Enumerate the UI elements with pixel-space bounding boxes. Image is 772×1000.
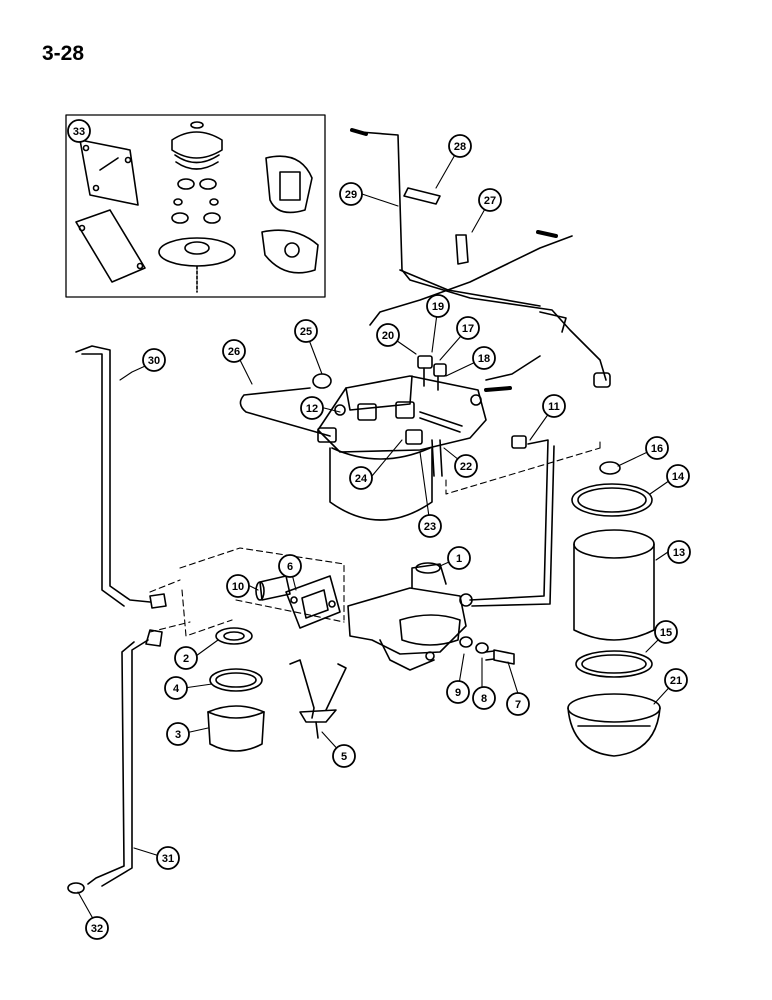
injector-pipes [350, 128, 611, 388]
page-number: 3-28 [42, 42, 85, 65]
callout-31: 31 [156, 846, 180, 870]
svg-text:17: 17 [462, 323, 474, 335]
callout-19: 19 [426, 294, 450, 318]
callout-11: 11 [542, 394, 566, 418]
svg-text:18: 18 [478, 353, 490, 365]
svg-text:28: 28 [454, 141, 466, 153]
callout-22: 22 [454, 454, 478, 478]
callout-23: 23 [418, 514, 442, 538]
svg-text:33: 33 [73, 126, 85, 138]
svg-text:1: 1 [456, 553, 462, 565]
callout-18: 18 [472, 346, 496, 370]
callout-15: 15 [654, 620, 678, 644]
callout-7: 7 [506, 692, 530, 716]
svg-text:24: 24 [355, 473, 368, 485]
svg-text:27: 27 [484, 195, 496, 207]
return-and-supply-pipes [67, 345, 167, 894]
callout-9: 9 [446, 680, 470, 704]
lift-pump [347, 435, 555, 671]
assembly-leader-lines [149, 437, 601, 637]
svg-text:21: 21 [670, 675, 682, 687]
pump-gasket-and-pin [255, 575, 341, 629]
callout-leaders [77, 145, 677, 925]
callout-17: 17 [456, 316, 480, 340]
svg-text:13: 13 [673, 547, 685, 559]
svg-text:30: 30 [148, 355, 160, 367]
svg-text:14: 14 [672, 471, 685, 483]
callout-14: 14 [666, 464, 690, 488]
callout-5: 5 [332, 744, 356, 768]
callout-10: 10 [226, 574, 250, 598]
callout-21: 21 [664, 668, 688, 692]
svg-text:4: 4 [173, 683, 180, 695]
callout-16: 16 [645, 436, 669, 460]
filter-assembly [239, 355, 541, 521]
pump-fasteners [459, 636, 515, 665]
svg-text:3: 3 [175, 729, 181, 741]
callout-4: 4 [164, 676, 188, 700]
callout-2: 2 [174, 646, 198, 670]
svg-text:16: 16 [651, 443, 663, 455]
svg-text:9: 9 [455, 687, 461, 699]
callout-25: 25 [294, 319, 318, 343]
svg-text:8: 8 [481, 693, 487, 705]
callout-27: 27 [478, 188, 502, 212]
callout-13: 13 [667, 540, 691, 564]
svg-text:6: 6 [287, 561, 293, 573]
svg-text:15: 15 [660, 627, 672, 639]
svg-text:29: 29 [345, 189, 357, 201]
svg-text:23: 23 [424, 521, 436, 533]
filter-element-stack [567, 461, 661, 757]
bowl-retainer [289, 659, 347, 739]
callout-20: 20 [376, 323, 400, 347]
svg-text:31: 31 [162, 853, 174, 865]
callout-6: 6 [278, 554, 302, 578]
callout-bubbles: 33 28 29 27 30 26 25 19 20 17 18 12 11 1… [67, 119, 691, 940]
svg-text:26: 26 [228, 346, 240, 358]
svg-text:11: 11 [548, 401, 560, 413]
svg-text:5: 5 [341, 751, 347, 763]
callout-3: 3 [166, 722, 190, 746]
svg-text:12: 12 [306, 403, 318, 415]
callout-29: 29 [339, 182, 363, 206]
svg-text:32: 32 [91, 923, 103, 935]
svg-text:20: 20 [382, 330, 394, 342]
callout-33: 33 [67, 119, 91, 143]
callout-24: 24 [349, 466, 373, 490]
callout-30: 30 [142, 348, 166, 372]
svg-text:10: 10 [232, 581, 244, 593]
callout-26: 26 [222, 339, 246, 363]
callout-32: 32 [85, 916, 109, 940]
svg-text:19: 19 [432, 301, 444, 313]
svg-text:25: 25 [300, 326, 312, 338]
callout-12: 12 [300, 396, 324, 420]
inset-gasket-kit [65, 114, 326, 298]
svg-text:7: 7 [515, 699, 521, 711]
svg-text:2: 2 [183, 653, 189, 665]
callout-8: 8 [472, 686, 496, 710]
callout-1: 1 [447, 546, 471, 570]
svg-text:22: 22 [460, 461, 472, 473]
sediment-bowl-parts [207, 627, 265, 752]
callout-28: 28 [448, 134, 472, 158]
